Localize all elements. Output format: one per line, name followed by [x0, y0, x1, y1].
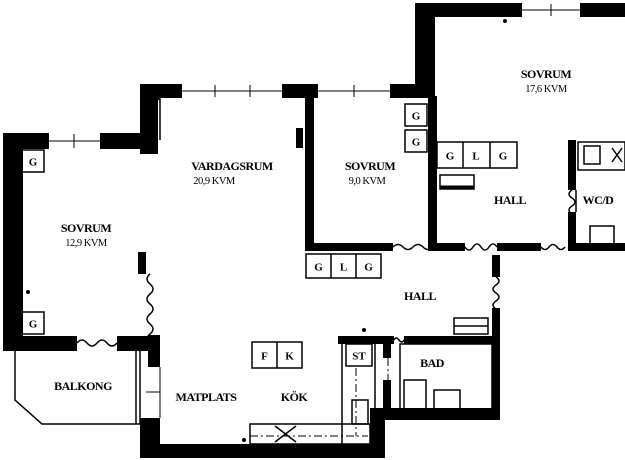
fixtures: G G G G G L G G L G	[21, 103, 625, 445]
room-name-bad: BAD	[420, 356, 445, 370]
room-name-wc: WC/D	[583, 193, 615, 207]
svg-text:ST: ST	[352, 351, 366, 363]
svg-text:L: L	[340, 262, 347, 274]
markers	[26, 19, 507, 442]
room-name-matplats: MATPLATS	[176, 390, 238, 404]
walls	[3, 3, 625, 458]
svg-text:G: G	[412, 137, 421, 149]
svg-text:G: G	[446, 151, 455, 163]
room-name-vardagsrum: VARDAGSRUM	[191, 159, 273, 173]
room-name-balkong: BALKONG	[54, 379, 112, 393]
wardrobe-g-mid-2: G	[404, 129, 428, 153]
fridge-freezer: F K	[251, 341, 303, 369]
wardrobe-row-upper: G L G	[436, 141, 518, 190]
svg-text:G: G	[29, 157, 38, 169]
wardrobe-g-left-bottom: G	[21, 311, 45, 335]
room-area-vardagsrum: 20,9 KVM	[193, 176, 236, 187]
svg-text:G: G	[29, 319, 38, 331]
bathroom-fixtures	[399, 317, 493, 419]
svg-text:G: G	[499, 151, 508, 163]
door-lines	[159, 95, 389, 444]
storage-st: ST	[345, 343, 373, 367]
room-area-sovrum-mid: 9,0 KVM	[349, 176, 387, 187]
svg-text:L: L	[472, 151, 479, 163]
room-name-sovrum-right: SOVRUM	[521, 67, 572, 81]
svg-text:G: G	[364, 262, 373, 274]
balcony-outline	[14, 351, 141, 425]
room-name-hall-lower: HALL	[404, 289, 437, 303]
room-labels: SOVRUM 12,9 KVM VARDAGSRUM 20,9 KVM SOVR…	[54, 67, 615, 404]
room-area-sovrum-right: 17,6 KVM	[525, 84, 568, 95]
svg-text:K: K	[285, 351, 294, 363]
windows	[49, 4, 580, 418]
room-area-sovrum-left: 12,9 KVM	[65, 238, 108, 249]
svg-text:G: G	[412, 111, 421, 123]
wc-fixtures	[575, 141, 625, 245]
room-name-sovrum-mid: SOVRUM	[345, 159, 396, 173]
kitchen-counter	[249, 399, 371, 445]
svg-text:G: G	[314, 262, 323, 274]
wardrobe-g-mid-1: G	[404, 103, 428, 127]
wardrobe-row-lower: G L G	[305, 253, 382, 279]
room-name-kok: KÖK	[281, 390, 309, 404]
wardrobe-g-left-top: G	[21, 149, 45, 173]
room-name-hall-upper: HALL	[494, 193, 527, 207]
room-name-sovrum-left: SOVRUM	[61, 221, 112, 235]
svg-text:F: F	[261, 351, 268, 363]
break-lines	[76, 189, 576, 347]
